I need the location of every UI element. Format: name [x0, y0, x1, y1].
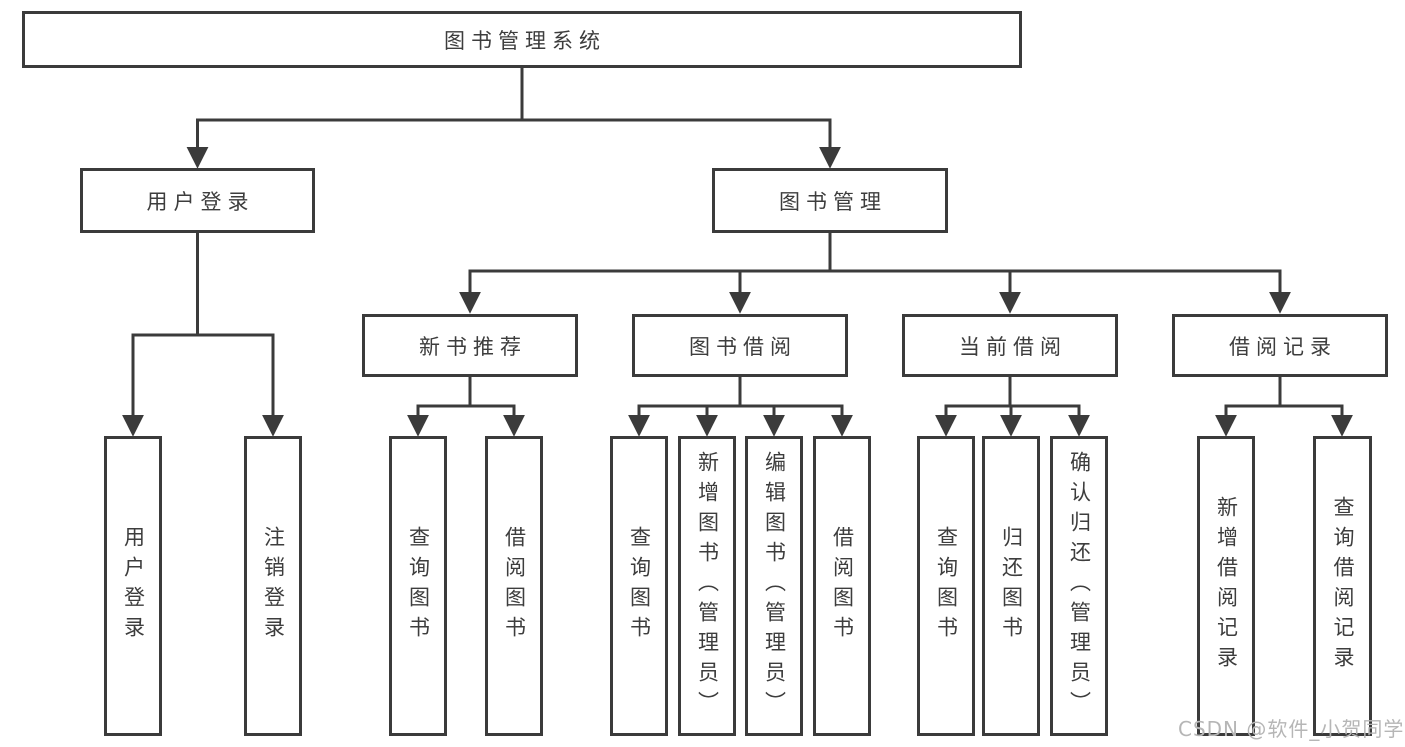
leaf-bb-edit-books-admin: 编辑图书（管理员）: [745, 436, 803, 736]
leaf-user-login: 用户登录: [104, 436, 162, 736]
watermark: CSDN @软件_小贺同学: [1178, 717, 1405, 741]
leaf-nb-borrow-books-label: 借阅图书: [502, 526, 527, 646]
node-root: 图书管理系统: [22, 11, 1022, 68]
leaf-bb-borrow-books: 借阅图书: [813, 436, 871, 736]
node-root-label: 图书管理系统: [444, 28, 606, 53]
leaf-nb-query-books: 查询图书: [389, 436, 447, 736]
node-new-books-label: 新书推荐: [419, 334, 527, 359]
node-user-login-label: 用户登录: [146, 189, 255, 214]
node-borrow-records: 借阅记录: [1172, 314, 1388, 377]
connector-lines: [122, 67, 1353, 437]
leaf-bb-edit-books-admin-label: 编辑图书（管理员）: [762, 451, 787, 721]
leaf-cb-query-books: 查询图书: [917, 436, 975, 736]
leaf-user-login-label: 用户登录: [121, 526, 146, 646]
leaf-logout: 注销登录: [244, 436, 302, 736]
node-user-login: 用户登录: [80, 168, 315, 233]
leaf-bb-borrow-books-label: 借阅图书: [830, 526, 855, 646]
leaf-bb-add-books-admin-label: 新增图书（管理员）: [695, 451, 720, 721]
leaf-nb-query-books-label: 查询图书: [406, 526, 431, 646]
node-book-borrow-label: 图书借阅: [689, 334, 797, 359]
leaf-bb-add-books-admin: 新增图书（管理员）: [678, 436, 736, 736]
node-current-borrow-label: 当前借阅: [959, 334, 1067, 359]
node-book-mgmt: 图书管理: [712, 168, 948, 233]
leaf-cb-return-books-label: 归还图书: [999, 526, 1024, 646]
node-current-borrow: 当前借阅: [902, 314, 1118, 377]
leaf-cb-confirm-return-admin-label: 确认归还（管理员）: [1067, 451, 1092, 721]
node-new-books: 新书推荐: [362, 314, 578, 377]
leaf-cb-return-books: 归还图书: [982, 436, 1040, 736]
leaf-cb-confirm-return-admin: 确认归还（管理员）: [1050, 436, 1108, 736]
leaf-br-query-record: 查询借阅记录: [1313, 436, 1372, 736]
leaf-br-add-record: 新增借阅记录: [1197, 436, 1255, 736]
leaf-br-query-record-label: 查询借阅记录: [1331, 496, 1355, 676]
leaf-cb-query-books-label: 查询图书: [934, 526, 959, 646]
leaf-bb-query-books: 查询图书: [610, 436, 668, 736]
node-book-borrow: 图书借阅: [632, 314, 848, 377]
leaf-nb-borrow-books: 借阅图书: [485, 436, 543, 736]
leaf-bb-query-books-label: 查询图书: [627, 526, 652, 646]
leaf-logout-label: 注销登录: [261, 526, 286, 646]
node-book-mgmt-label: 图书管理: [779, 189, 887, 214]
leaf-br-add-record-label: 新增借阅记录: [1214, 496, 1239, 676]
node-borrow-records-label: 借阅记录: [1229, 334, 1337, 359]
